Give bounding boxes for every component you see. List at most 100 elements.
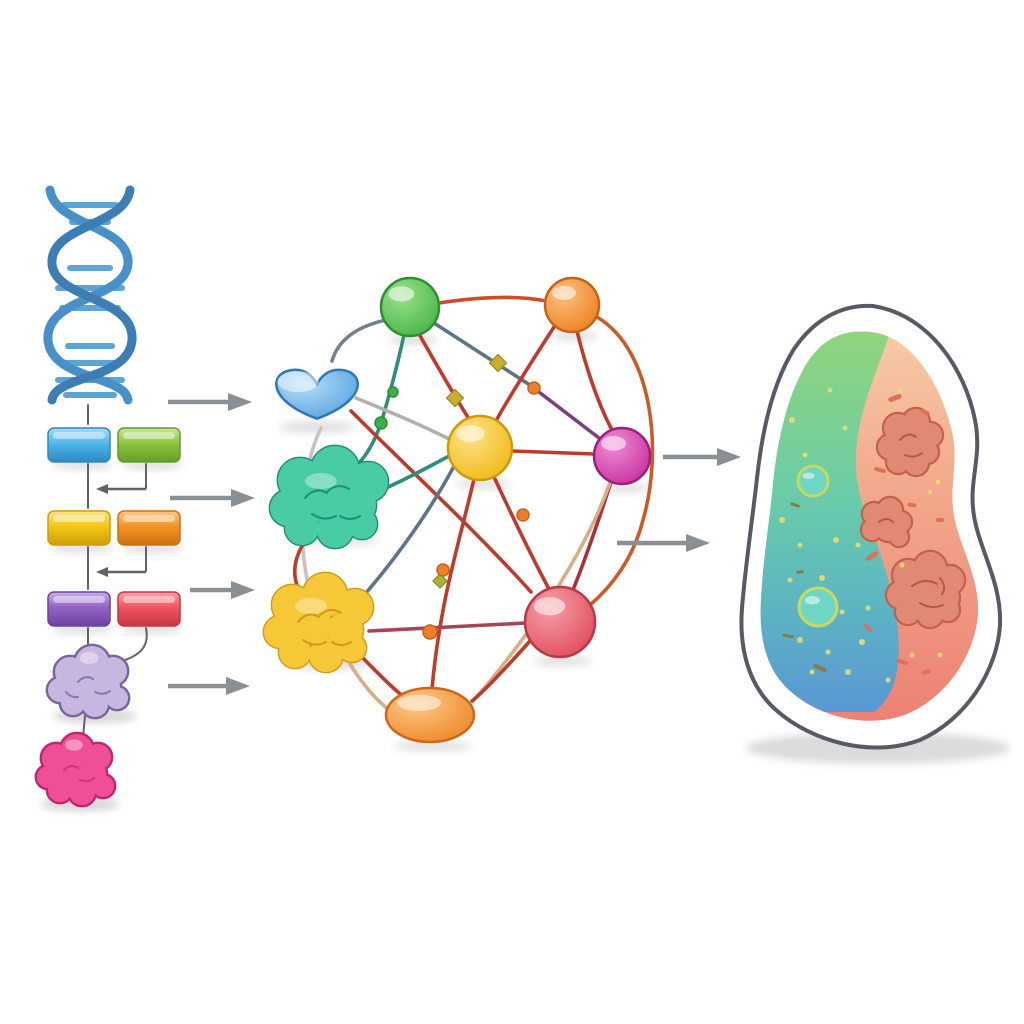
dna-layer [43, 185, 137, 405]
blob-detail [319, 609, 342, 616]
speckle-dot [909, 652, 915, 658]
blob-bump-fill [904, 451, 928, 475]
gene-block-highlight [53, 432, 105, 439]
blob-detail [331, 641, 352, 646]
arrow-head-icon [717, 448, 741, 466]
network-edge-G-H [367, 621, 528, 633]
blob-detail [79, 777, 95, 783]
junction-dot [387, 386, 399, 398]
blob-bump-fill [338, 634, 366, 662]
red-fleck [863, 624, 873, 632]
dark-fleck [813, 663, 827, 673]
node-highlight [277, 371, 319, 393]
arrow-genes2-to-network [190, 581, 255, 599]
dark-fleck [782, 633, 794, 639]
soft-shadow [601, 483, 649, 493]
speckle-dot [935, 479, 941, 485]
network-node-yellow-circle [446, 414, 514, 482]
blob-detail [904, 452, 923, 458]
gene-block-highlight [123, 432, 175, 439]
blob-detail [939, 577, 946, 595]
arrow-head-icon [226, 677, 250, 695]
blob-detail [297, 613, 320, 623]
blob-bump-fill [890, 528, 908, 546]
soft-shadow [533, 656, 593, 666]
speckle-dot [797, 637, 803, 643]
dark-fleck [796, 569, 804, 575]
arrow-head-icon [228, 393, 252, 411]
blob-detail [311, 513, 337, 520]
junction-dot [436, 563, 450, 577]
node-highlight [551, 285, 577, 300]
gene-block-orange [117, 510, 181, 546]
red-fleck [865, 551, 879, 561]
network-edge-C-D [354, 396, 451, 441]
gene-block-green [117, 427, 181, 463]
gene-connector-layer [82, 404, 148, 738]
protein-blob-pink [34, 731, 117, 808]
arrow-head-icon [686, 534, 710, 552]
network-edge-H-I [470, 639, 532, 703]
blob-bump-fill [300, 478, 344, 522]
arrow-head-icon [231, 489, 255, 507]
network-edge-B-D [495, 325, 556, 421]
network-edge-D-G [356, 466, 455, 604]
speckle-dot [928, 490, 932, 494]
gene-blocks-layer [47, 427, 181, 627]
merge-arrow-head-icon [96, 567, 108, 577]
speckle-dot [865, 605, 871, 611]
network-edge-B-H [588, 315, 655, 607]
vesicle-1 [796, 464, 830, 498]
blob-detail [911, 580, 938, 587]
arrow-head-icon [231, 581, 255, 599]
protein-blob-purple [45, 643, 131, 720]
node-highlight [295, 598, 327, 614]
node-body [446, 414, 514, 482]
arrow-dna-to-network [168, 393, 252, 411]
blob-bump-fill [82, 691, 108, 717]
left-flow-arrows-layer [168, 393, 255, 695]
red-fleck [896, 658, 908, 666]
cell-illustration [739, 303, 1010, 764]
network-node-blue-heart [275, 368, 359, 420]
network-edge-A-C [330, 318, 388, 363]
network-edge-A-B [437, 295, 548, 305]
vesicle-body [797, 586, 839, 628]
vesicle-highlight [804, 596, 820, 605]
speckle-dot [885, 677, 891, 683]
speckle-dot [779, 517, 785, 523]
connector-curve [121, 627, 148, 662]
blob-detail [94, 690, 111, 695]
red-fleck [920, 408, 930, 416]
arrow-proteins-to-network [168, 677, 250, 695]
blob-bump-fill [279, 636, 311, 668]
speckle-dot [819, 575, 825, 581]
blob-detail [899, 433, 917, 441]
blob-detail [304, 489, 328, 499]
dna-strand [47, 185, 137, 405]
blob-bump-fill [937, 599, 959, 621]
node-body [523, 585, 597, 659]
right-flow-arrows-layer [617, 448, 741, 552]
gene-block-body [47, 510, 111, 546]
blob-bump-fill [896, 600, 920, 624]
blob-detail [77, 676, 94, 683]
vesicle-highlight [802, 472, 815, 480]
network-edges-layer [293, 295, 655, 719]
network-edge-A-E [432, 321, 535, 389]
network-node-orange-circle [543, 276, 601, 334]
network-node-teal-protein [268, 444, 390, 550]
soft-shadow [278, 421, 356, 434]
junction-diamond [445, 388, 465, 408]
speckle-dot [809, 669, 815, 675]
speckle-dot [825, 649, 831, 655]
node-body [592, 426, 652, 486]
blob-bump-fill [292, 605, 332, 645]
speckle-dot [802, 452, 808, 458]
network-nodes-layer [262, 276, 652, 744]
gene-block-body [47, 427, 111, 463]
blob-bump-fill [61, 691, 85, 715]
network-node-yellow-protein-blob [262, 571, 375, 674]
junction-dot [516, 508, 530, 522]
